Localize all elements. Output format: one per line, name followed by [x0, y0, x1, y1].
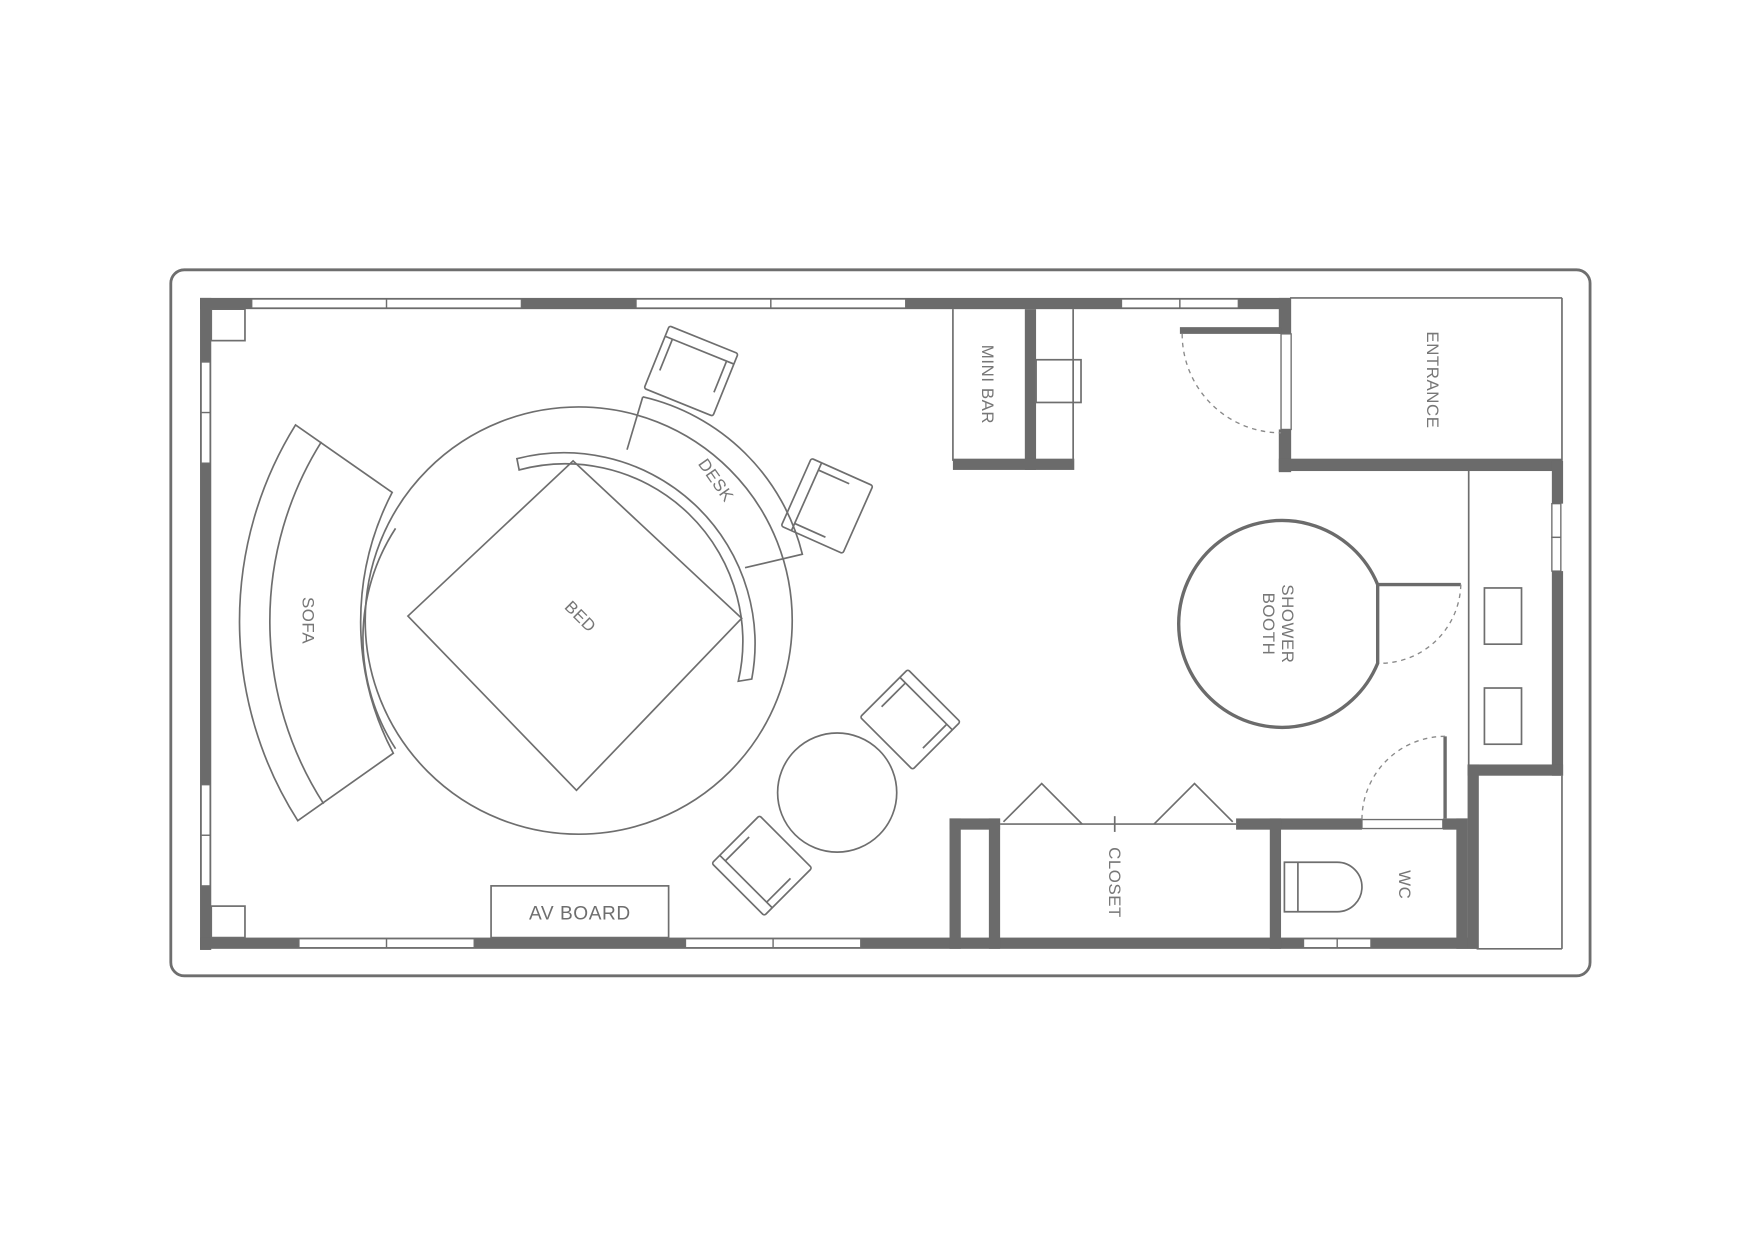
toilet-icon [1283, 861, 1363, 913]
shower-booth-label-line2: BOOTH [1259, 593, 1278, 656]
sofa: SOFA [238, 423, 395, 822]
shower-booth: SHOWER BOOTH [1177, 518, 1462, 729]
armchair [860, 669, 961, 770]
headboard [515, 451, 756, 683]
sofa-label: SOFA [298, 597, 317, 644]
bed-label: BED [561, 597, 600, 636]
closet: CLOSET [949, 782, 1237, 949]
bed: BED [406, 459, 743, 792]
desk-label: DESK [694, 455, 737, 505]
exterior-walls [200, 297, 1563, 950]
av-board-label: AV BOARD [529, 904, 631, 925]
round-table [776, 732, 898, 853]
vanity [1467, 460, 1564, 949]
desk: DESK [626, 396, 804, 569]
wc-room: WC [1236, 735, 1468, 949]
entrance-area: ENTRANCE [1179, 297, 1562, 473]
outer-frame [169, 268, 1592, 978]
shower-booth-label-line1: SHOWER [1278, 584, 1297, 663]
windows [200, 298, 1562, 949]
armchair [781, 458, 874, 554]
mini-bar: MINI BAR [952, 309, 1082, 470]
closet-label: CLOSET [1105, 847, 1124, 918]
corner-column [210, 905, 246, 939]
mini-bar-label: MINI BAR [978, 345, 997, 424]
entrance-label: ENTRANCE [1423, 331, 1442, 428]
armchair [711, 815, 812, 916]
bed-platform [362, 406, 794, 836]
corner-column [210, 308, 246, 342]
armchair [643, 325, 739, 417]
wc-label: WC [1395, 870, 1414, 899]
av-board: AV BOARD [490, 885, 670, 939]
